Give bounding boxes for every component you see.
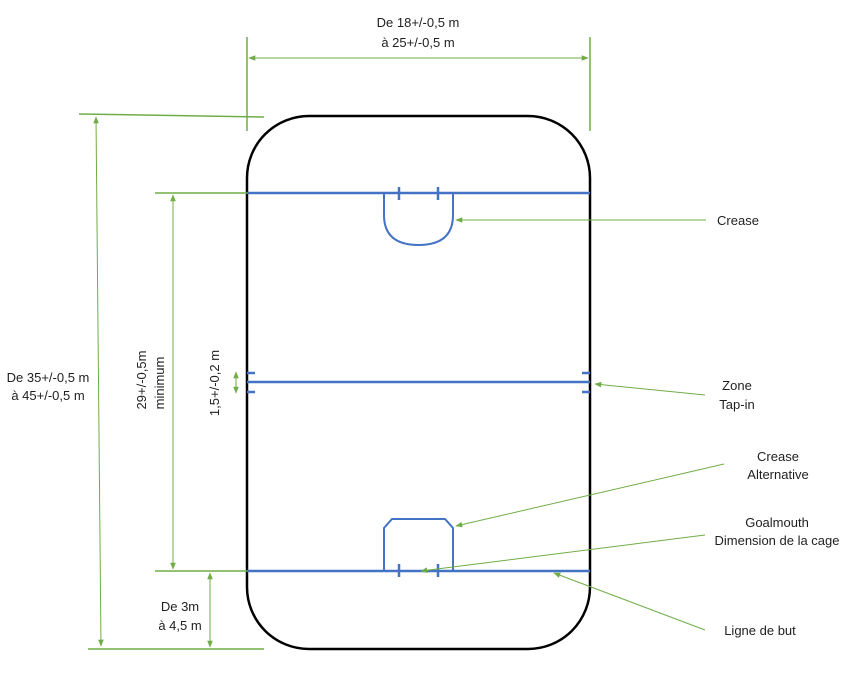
goalmouth-label-line2: Dimension de la cage [714, 533, 839, 548]
zone-tapin-label-line2: Tap-in [719, 397, 754, 412]
zone-tapin-label-line1: Zone [722, 378, 752, 393]
top-crease [383, 193, 454, 247]
crease-alternative-leader [455, 463, 725, 528]
tapin-zone-label: 1,5+/-0,2 m [207, 350, 222, 416]
goalmouth-label-line1: Goalmouth [745, 515, 809, 530]
length-label-line2: à 45+/-0,5 m [11, 388, 84, 403]
crease-alternative-label-line2: Alternative [747, 467, 808, 482]
goal-line-label: Ligne de but [724, 623, 796, 638]
goal-to-goal-label-line1: 29+/-0,5m [134, 351, 149, 410]
tapin-leader [594, 381, 706, 396]
crease-alternative-label-line1: Crease [757, 449, 799, 464]
goal-to-end-label-line1: De 3m [161, 599, 199, 614]
crease-alternative [383, 518, 454, 571]
length-label-line1: De 35+/-0,5 m [7, 370, 90, 385]
crease-label: Crease [717, 213, 759, 228]
goal-to-end-label-line2: à 4,5 m [158, 618, 201, 633]
goalmouth-leader [420, 534, 706, 573]
length-ext-top [78, 113, 265, 118]
goal-line-leader [553, 572, 706, 631]
width-label-line2: à 25+/-0,5 m [381, 35, 454, 50]
goal-to-goal-label-line2: minimum [152, 357, 167, 410]
width-label-line1: De 18+/-0,5 m [377, 15, 460, 30]
length-dimension-arrow [93, 116, 104, 647]
